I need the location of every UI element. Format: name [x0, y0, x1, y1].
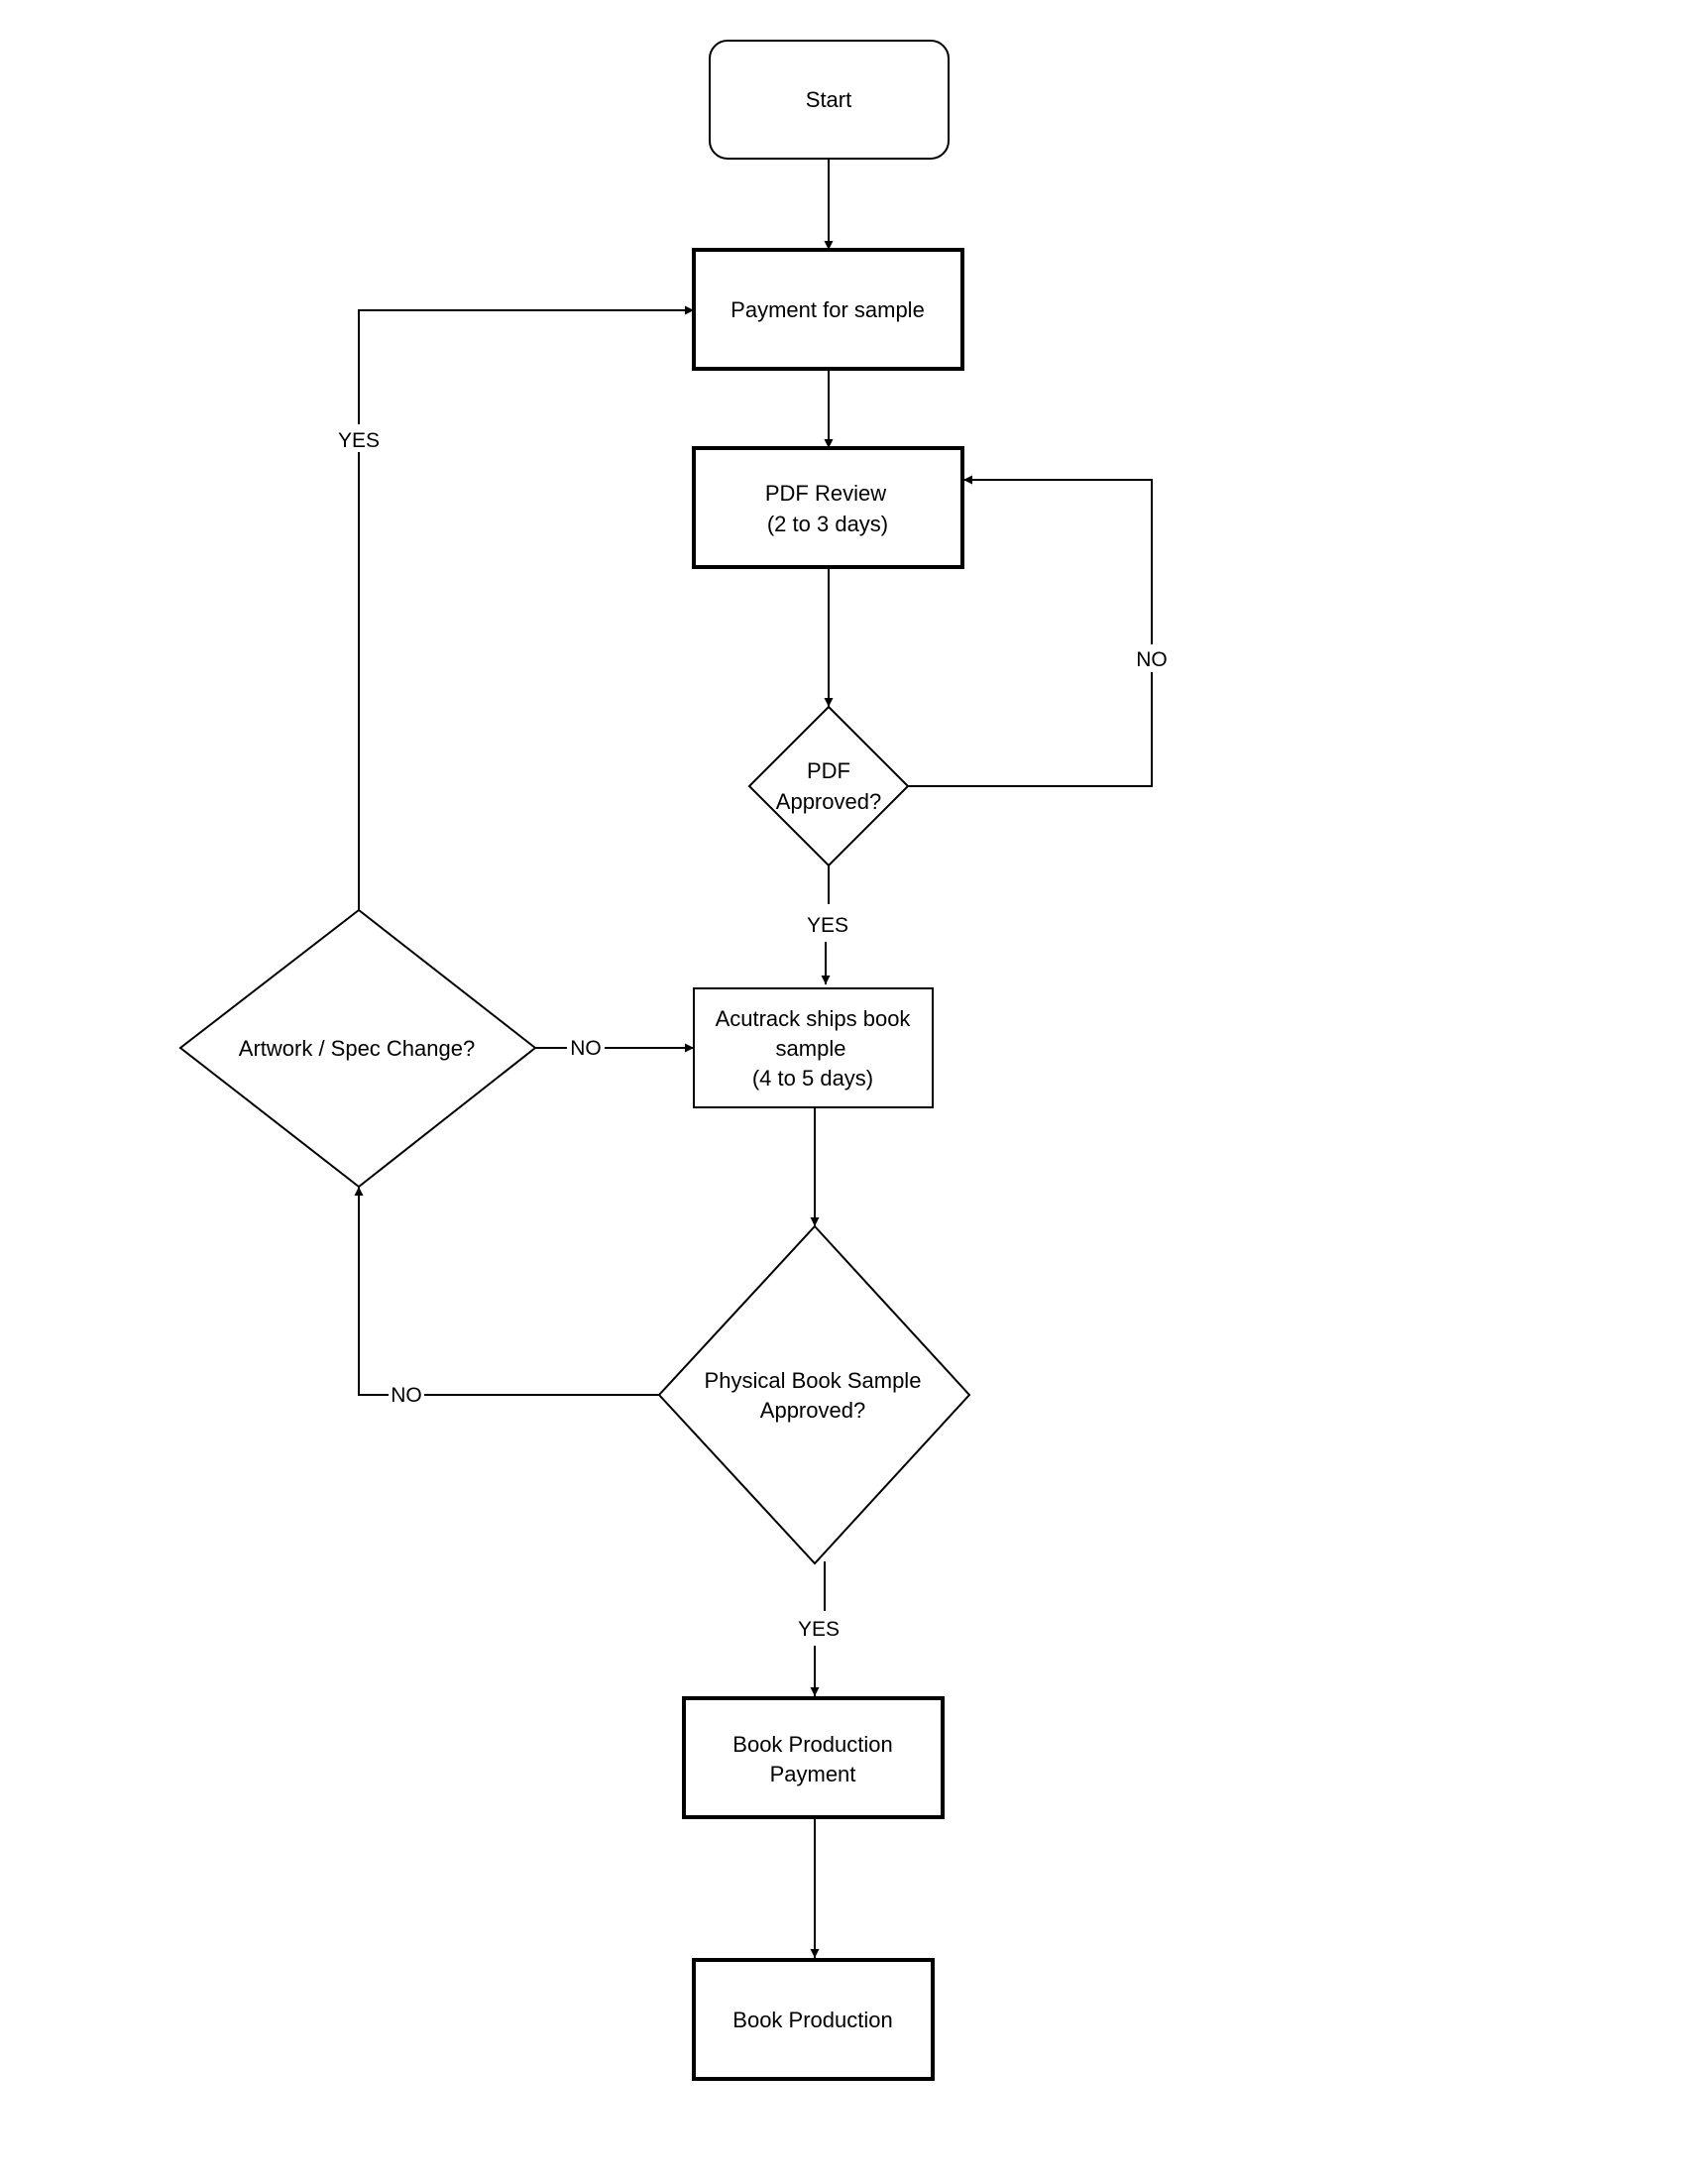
- pdf-approved-decision: [747, 705, 910, 867]
- ships-sample-label-line2: sample: [776, 1036, 846, 1061]
- production-payment-label-line2: Payment: [770, 1762, 856, 1786]
- pdf-no-label-bg: [1134, 644, 1170, 672]
- ships-sample-label-line1: Acutrack ships book: [716, 1006, 912, 1031]
- artwork-change-label: Artwork / Spec Change?: [239, 1036, 475, 1061]
- start-node: [709, 40, 950, 160]
- physical-approved-decision: [657, 1224, 971, 1565]
- pdf-review-node: [692, 446, 964, 569]
- production-node: [692, 1958, 935, 2081]
- artwork-yes-label-bg: [333, 424, 385, 452]
- physical-approved-label-line2: Approved?: [760, 1398, 865, 1423]
- payment-for-sample-label: Payment for sample: [730, 297, 925, 322]
- start-label: Start: [806, 87, 851, 112]
- artwork-change-decision: [178, 908, 537, 1189]
- pdf-approved-label-line1: PDF: [807, 758, 850, 783]
- physical-approved-label-line1: Physical Book Sample: [705, 1368, 922, 1393]
- pdf-review-duration: (2 to 3 days): [767, 512, 888, 536]
- ships-sample-duration: (4 to 5 days): [752, 1066, 873, 1091]
- edge-pdf-approved-no-loop: [908, 475, 1153, 787]
- production-payment-node: [682, 1696, 945, 1819]
- artwork-yes-label: YES: [338, 429, 380, 452]
- edge-artwork-yes-loop: [358, 305, 694, 910]
- production-payment-label-line1: Book Production: [732, 1732, 892, 1757]
- pdf-review-label: PDF Review: [765, 481, 886, 506]
- artwork-no-label: NO: [570, 1037, 602, 1060]
- pdf-yes-label: YES: [807, 914, 848, 937]
- physical-no-label: NO: [391, 1384, 422, 1407]
- payment-for-sample-node: [692, 248, 964, 371]
- physical-yes-label: YES: [798, 1618, 840, 1641]
- production-label: Book Production: [732, 2008, 892, 2032]
- pdf-no-label: NO: [1136, 648, 1168, 671]
- pdf-approved-label-line2: Approved?: [776, 789, 881, 814]
- ships-sample-node: [693, 987, 934, 1108]
- edge-physical-no-left: [354, 1187, 389, 1396]
